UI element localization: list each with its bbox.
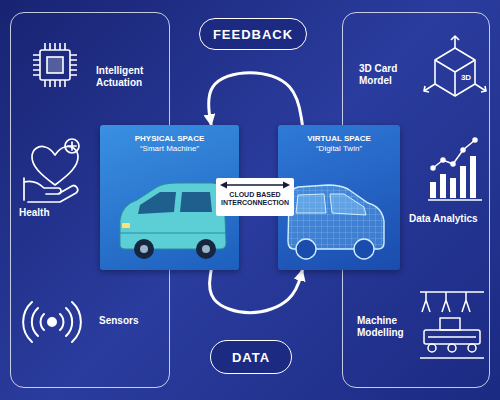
feature-label: Sensors bbox=[99, 315, 165, 327]
car-illustration bbox=[120, 183, 226, 249]
car-wireframe bbox=[296, 194, 366, 215]
machine-icon bbox=[424, 330, 480, 344]
health-icon bbox=[68, 142, 76, 150]
car-wireframe bbox=[354, 239, 374, 259]
node-text: CLOUD BASED INTERCONNECTION bbox=[220, 191, 290, 207]
health-icon bbox=[65, 139, 79, 153]
node-text: PHYSICAL SPACE bbox=[100, 134, 239, 144]
node-text: DATA bbox=[232, 350, 270, 365]
car-illustration bbox=[122, 223, 130, 228]
chart-icon bbox=[441, 158, 445, 162]
flow-arrow bbox=[209, 73, 303, 125]
sensor-icon bbox=[23, 302, 81, 342]
cube-icon bbox=[424, 36, 486, 92]
car-illustration bbox=[120, 233, 226, 234]
health-icon bbox=[24, 139, 79, 202]
feature-label: Intelligent Actuation bbox=[96, 65, 168, 88]
sensor-icon bbox=[48, 318, 56, 326]
chip-icon bbox=[40, 50, 70, 80]
chart-icon bbox=[430, 182, 436, 198]
cube-icon bbox=[435, 48, 475, 96]
flow-arrow bbox=[209, 270, 302, 313]
machine-icon bbox=[420, 292, 484, 358]
cube-icon bbox=[435, 60, 475, 96]
machine-icon bbox=[448, 344, 456, 352]
chart-icon bbox=[428, 199, 482, 201]
chip-icon bbox=[33, 43, 77, 87]
sensor-icon bbox=[23, 302, 81, 342]
feature-label: 3D Card Mordel bbox=[359, 63, 425, 86]
space-box: VIRTUAL SPACE“Digital Twin” bbox=[278, 125, 400, 270]
chart-icon bbox=[428, 138, 482, 200]
icon-label: 3D bbox=[457, 73, 475, 82]
car-illustration bbox=[138, 192, 176, 214]
car-wireframe bbox=[296, 239, 316, 259]
double-arrow bbox=[216, 180, 294, 190]
chart-icon bbox=[460, 166, 466, 198]
machine-icon bbox=[468, 344, 476, 352]
machine-icon bbox=[440, 318, 460, 330]
car-illustration bbox=[180, 192, 212, 212]
node-text: FEEDBACK bbox=[213, 27, 293, 42]
chip-icon bbox=[33, 43, 77, 87]
machine-icon bbox=[428, 336, 476, 338]
car-illustration bbox=[134, 239, 154, 259]
flow-pill: FEEDBACK bbox=[199, 18, 307, 50]
chart-icon bbox=[473, 138, 477, 142]
node-text: “Digital Twin” bbox=[278, 144, 400, 154]
chart-icon bbox=[461, 148, 465, 152]
chart-icon bbox=[470, 156, 476, 198]
car-illustration bbox=[202, 245, 210, 253]
machine-icon bbox=[428, 344, 436, 352]
node-text: VIRTUAL SPACE bbox=[278, 134, 400, 144]
feature-label: Machine Modelling bbox=[357, 315, 423, 338]
chart-icon bbox=[450, 178, 456, 198]
feature-label: Data Analytics bbox=[409, 213, 479, 225]
chart-icon bbox=[433, 140, 475, 168]
sensor-icon bbox=[41, 314, 64, 330]
arrow-head bbox=[220, 182, 290, 189]
machine-icon bbox=[420, 292, 484, 300]
chart-icon bbox=[451, 162, 455, 166]
flow-pill: DATA bbox=[210, 340, 292, 374]
chart-icon bbox=[431, 166, 435, 170]
cube-icon bbox=[424, 36, 486, 96]
arrow-shaft bbox=[226, 184, 284, 185]
sensor-icon bbox=[32, 308, 72, 336]
node-text: “Smart Machine” bbox=[100, 144, 239, 154]
health-icon bbox=[24, 178, 78, 202]
chip-icon bbox=[47, 57, 63, 73]
car-illustration bbox=[196, 239, 216, 259]
chart-icon bbox=[440, 174, 446, 198]
feature-label: Health bbox=[19, 207, 79, 219]
machine-icon bbox=[420, 357, 484, 359]
interconnection-box: CLOUD BASED INTERCONNECTION bbox=[216, 178, 294, 216]
car-illustration bbox=[140, 245, 148, 253]
machine-icon bbox=[422, 300, 470, 312]
